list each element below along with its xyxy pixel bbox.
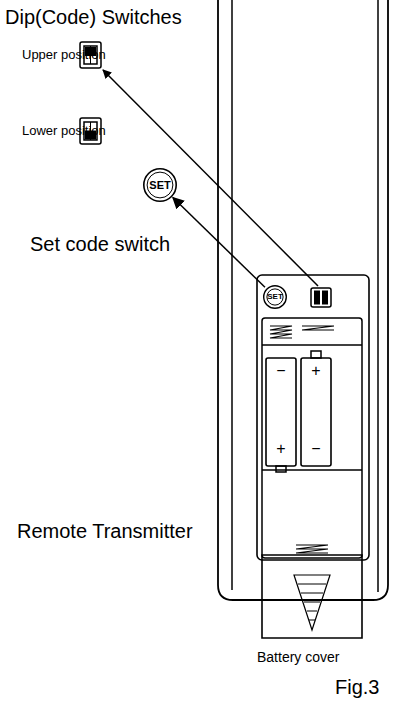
leader-arrow (173, 198, 265, 288)
button-text: SET (263, 293, 287, 301)
part-label: Battery cover (257, 650, 339, 665)
set-button-callout: SET (143, 168, 177, 202)
part-label: Remote Transmitter (17, 520, 193, 542)
position-label: Upper position (22, 48, 106, 62)
polarity-sign: − (311, 440, 320, 458)
polarity-sign: + (311, 362, 320, 380)
set-button: SET (263, 285, 287, 309)
position-label: Lower position (22, 124, 106, 138)
polarity-sign: − (276, 362, 285, 380)
polarity-sign: + (276, 440, 285, 458)
figure-caption: Fig.3 (335, 676, 379, 698)
section-heading: Dip(Code) Switches (5, 6, 182, 28)
button-text: SET (143, 180, 177, 191)
part-label: Set code switch (30, 233, 170, 255)
